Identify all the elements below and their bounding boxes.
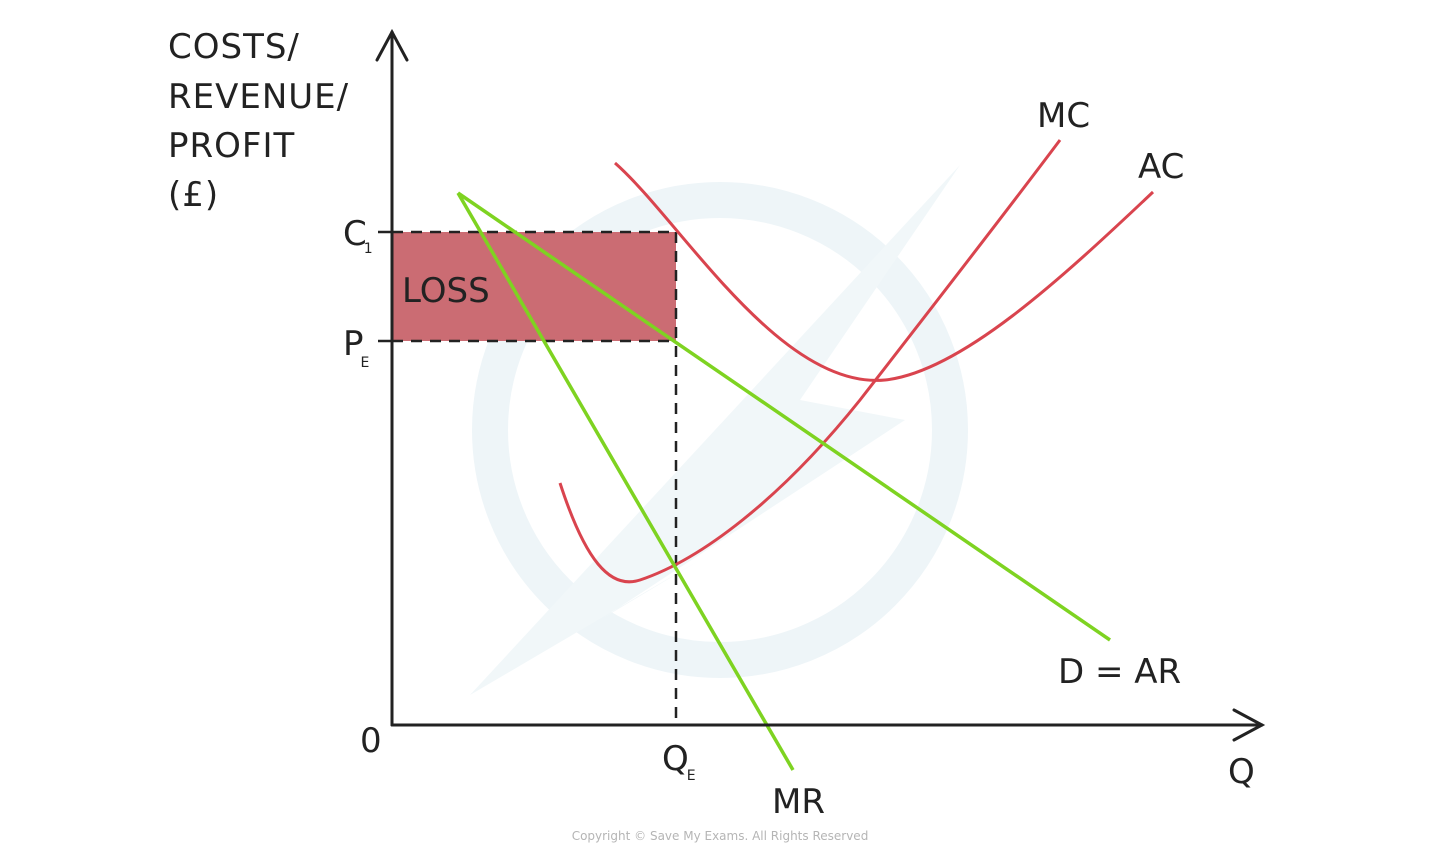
- c1-tick-label: C1: [343, 214, 373, 257]
- ac-curve: [614, 161, 1155, 382]
- mc-label: MC: [1037, 96, 1090, 136]
- x-axis-arrow: [1232, 708, 1266, 742]
- y-axis-label-line-4: (£): [168, 175, 219, 215]
- mr-label: MR: [772, 782, 825, 822]
- qe-tick-label: QE: [662, 739, 696, 784]
- x-axis-label: Q: [1228, 752, 1255, 792]
- mc-curve: [558, 139, 1062, 584]
- y-axis-label-line-2: REVENUE/: [168, 77, 349, 117]
- axes: [375, 28, 1266, 742]
- copyright-notice: Copyright © Save My Exams. All Rights Re…: [572, 829, 869, 843]
- demand-ar-label: D = AR: [1058, 652, 1181, 692]
- y-axis-label-line-3: PROFIT: [168, 126, 295, 166]
- demand-ar-curve: [457, 191, 1111, 642]
- ac-label: AC: [1138, 147, 1184, 187]
- mr-curve: [456, 192, 795, 771]
- y-axis-label-line-1: COSTS/: [168, 27, 300, 67]
- y-axis-arrow: [375, 28, 409, 62]
- y-axis-label: COSTS/ REVENUE/ PROFIT (£): [168, 27, 361, 215]
- origin-label: 0: [360, 721, 382, 761]
- loss-label: LOSS: [402, 271, 490, 311]
- pe-tick-label: PE: [343, 324, 369, 371]
- dashed-guides: [392, 230, 678, 725]
- watermark-logo: [470, 165, 968, 695]
